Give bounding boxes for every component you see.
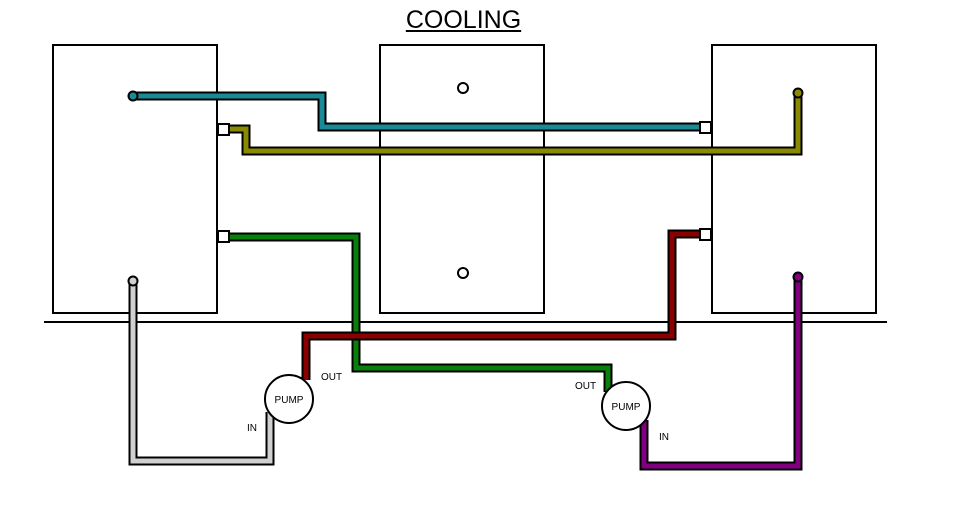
right-port-bottom bbox=[699, 228, 712, 241]
left-pump: PUMP bbox=[264, 374, 314, 424]
left-port-top bbox=[217, 123, 230, 136]
red-pipe bbox=[303, 231, 703, 380]
teal-pipe-end bbox=[127, 90, 139, 102]
right-pump: PUMP bbox=[601, 381, 651, 431]
diagram-title: COOLING bbox=[405, 6, 522, 34]
right-pump-label: PUMP bbox=[612, 402, 641, 413]
left-pump-label: PUMP bbox=[275, 395, 304, 406]
left-unit bbox=[52, 44, 218, 314]
purple-pipe bbox=[641, 277, 801, 469]
left-pump-in-label: IN bbox=[247, 423, 257, 434]
gray-pipe bbox=[130, 281, 273, 464]
olive-pipe bbox=[228, 93, 801, 154]
purple-pipe-end bbox=[792, 271, 804, 283]
right-pump-in-label: IN bbox=[659, 432, 669, 443]
center-hole-top bbox=[457, 82, 469, 94]
right-unit bbox=[711, 44, 877, 314]
green-pipe bbox=[228, 234, 611, 392]
right-pump-out-label: OUT bbox=[575, 381, 596, 392]
gray-pipe-end bbox=[127, 275, 139, 287]
right-pump-body bbox=[601, 381, 651, 431]
right-port-top bbox=[699, 121, 712, 134]
left-pump-out-label: OUT bbox=[321, 372, 342, 383]
teal-pipe bbox=[133, 93, 702, 130]
center-hole-bottom bbox=[457, 267, 469, 279]
left-pump-body bbox=[264, 374, 314, 424]
olive-pipe-end bbox=[792, 87, 804, 99]
left-port-bottom bbox=[217, 230, 230, 243]
